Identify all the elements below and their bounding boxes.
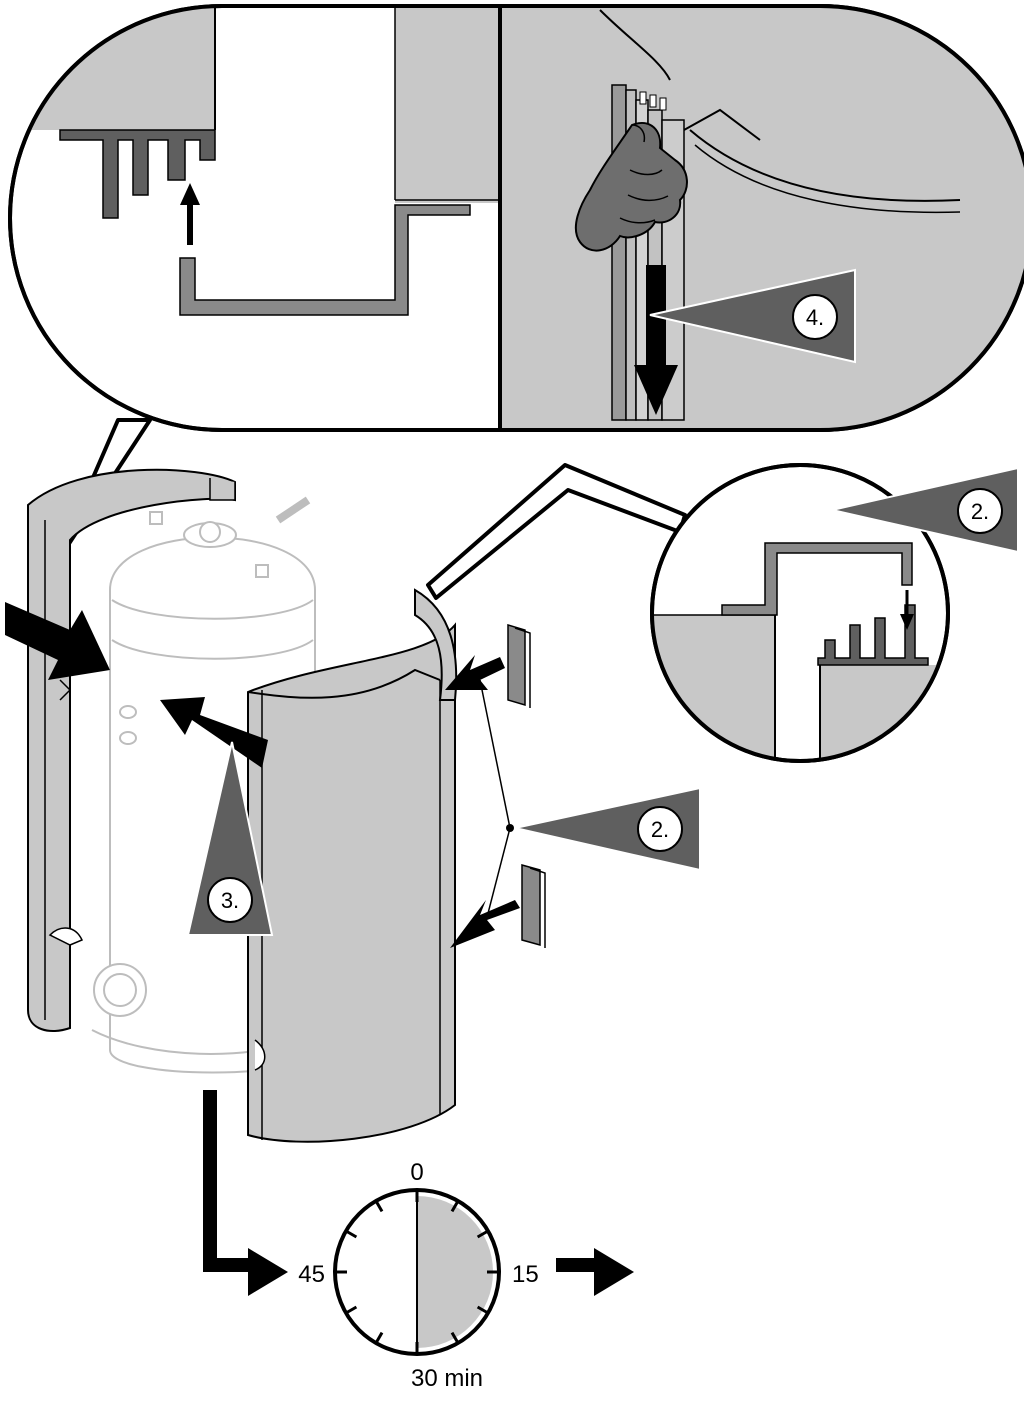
step-4-marker: 4. (649, 268, 856, 364)
step-4-label: 4. (806, 305, 824, 330)
timer-tick (345, 1305, 358, 1315)
clip-lower (521, 864, 546, 948)
timer-elapsed-sector (417, 1196, 493, 1348)
arrow-icon (5, 602, 110, 680)
timer-tick (450, 1331, 460, 1344)
z-profile-right (721, 542, 913, 616)
timer-label-15: 15 (512, 1261, 539, 1288)
clip-upper (507, 623, 531, 708)
arrow-icon (900, 590, 914, 630)
comb-profile-right (817, 604, 929, 666)
arrow-icon (180, 183, 200, 245)
timer-label-45: 45 (298, 1261, 325, 1288)
timer-label-30: 30 min (411, 1365, 483, 1392)
back-insulation-shell (27, 468, 236, 1032)
timer: 0 15 30 min 45 (203, 1090, 634, 1392)
timer-tick (374, 1200, 384, 1213)
arrow-icon (445, 655, 505, 690)
timer-tick (450, 1200, 460, 1213)
arrow-icon (634, 265, 678, 415)
timer-label-0: 0 (410, 1159, 423, 1186)
step-3-label: 3. (221, 888, 239, 913)
timer-tick (374, 1331, 384, 1344)
detail-right-panel (502, 6, 1024, 430)
arrow-icon (248, 1248, 288, 1296)
step-2-clips-label: 2. (651, 817, 669, 842)
timer-tick (476, 1229, 489, 1239)
step-3-marker: 3. (186, 741, 274, 936)
leader-lines (479, 679, 514, 926)
timer-ticks (335, 1190, 499, 1354)
arrow-icon (160, 697, 268, 768)
step-2-marker-clips: 2. (514, 786, 701, 872)
step-2-marker-zoom: 2. (831, 466, 1019, 554)
front-insulation-shell (247, 588, 458, 1143)
timer-tick (476, 1305, 489, 1315)
z-profile-top (179, 204, 471, 316)
step-2-zoom-label: 2. (971, 499, 989, 524)
arrow-icon (594, 1248, 634, 1296)
hand-icon (574, 122, 688, 252)
timer-tick (345, 1229, 358, 1239)
comb-profile-top (59, 129, 216, 219)
